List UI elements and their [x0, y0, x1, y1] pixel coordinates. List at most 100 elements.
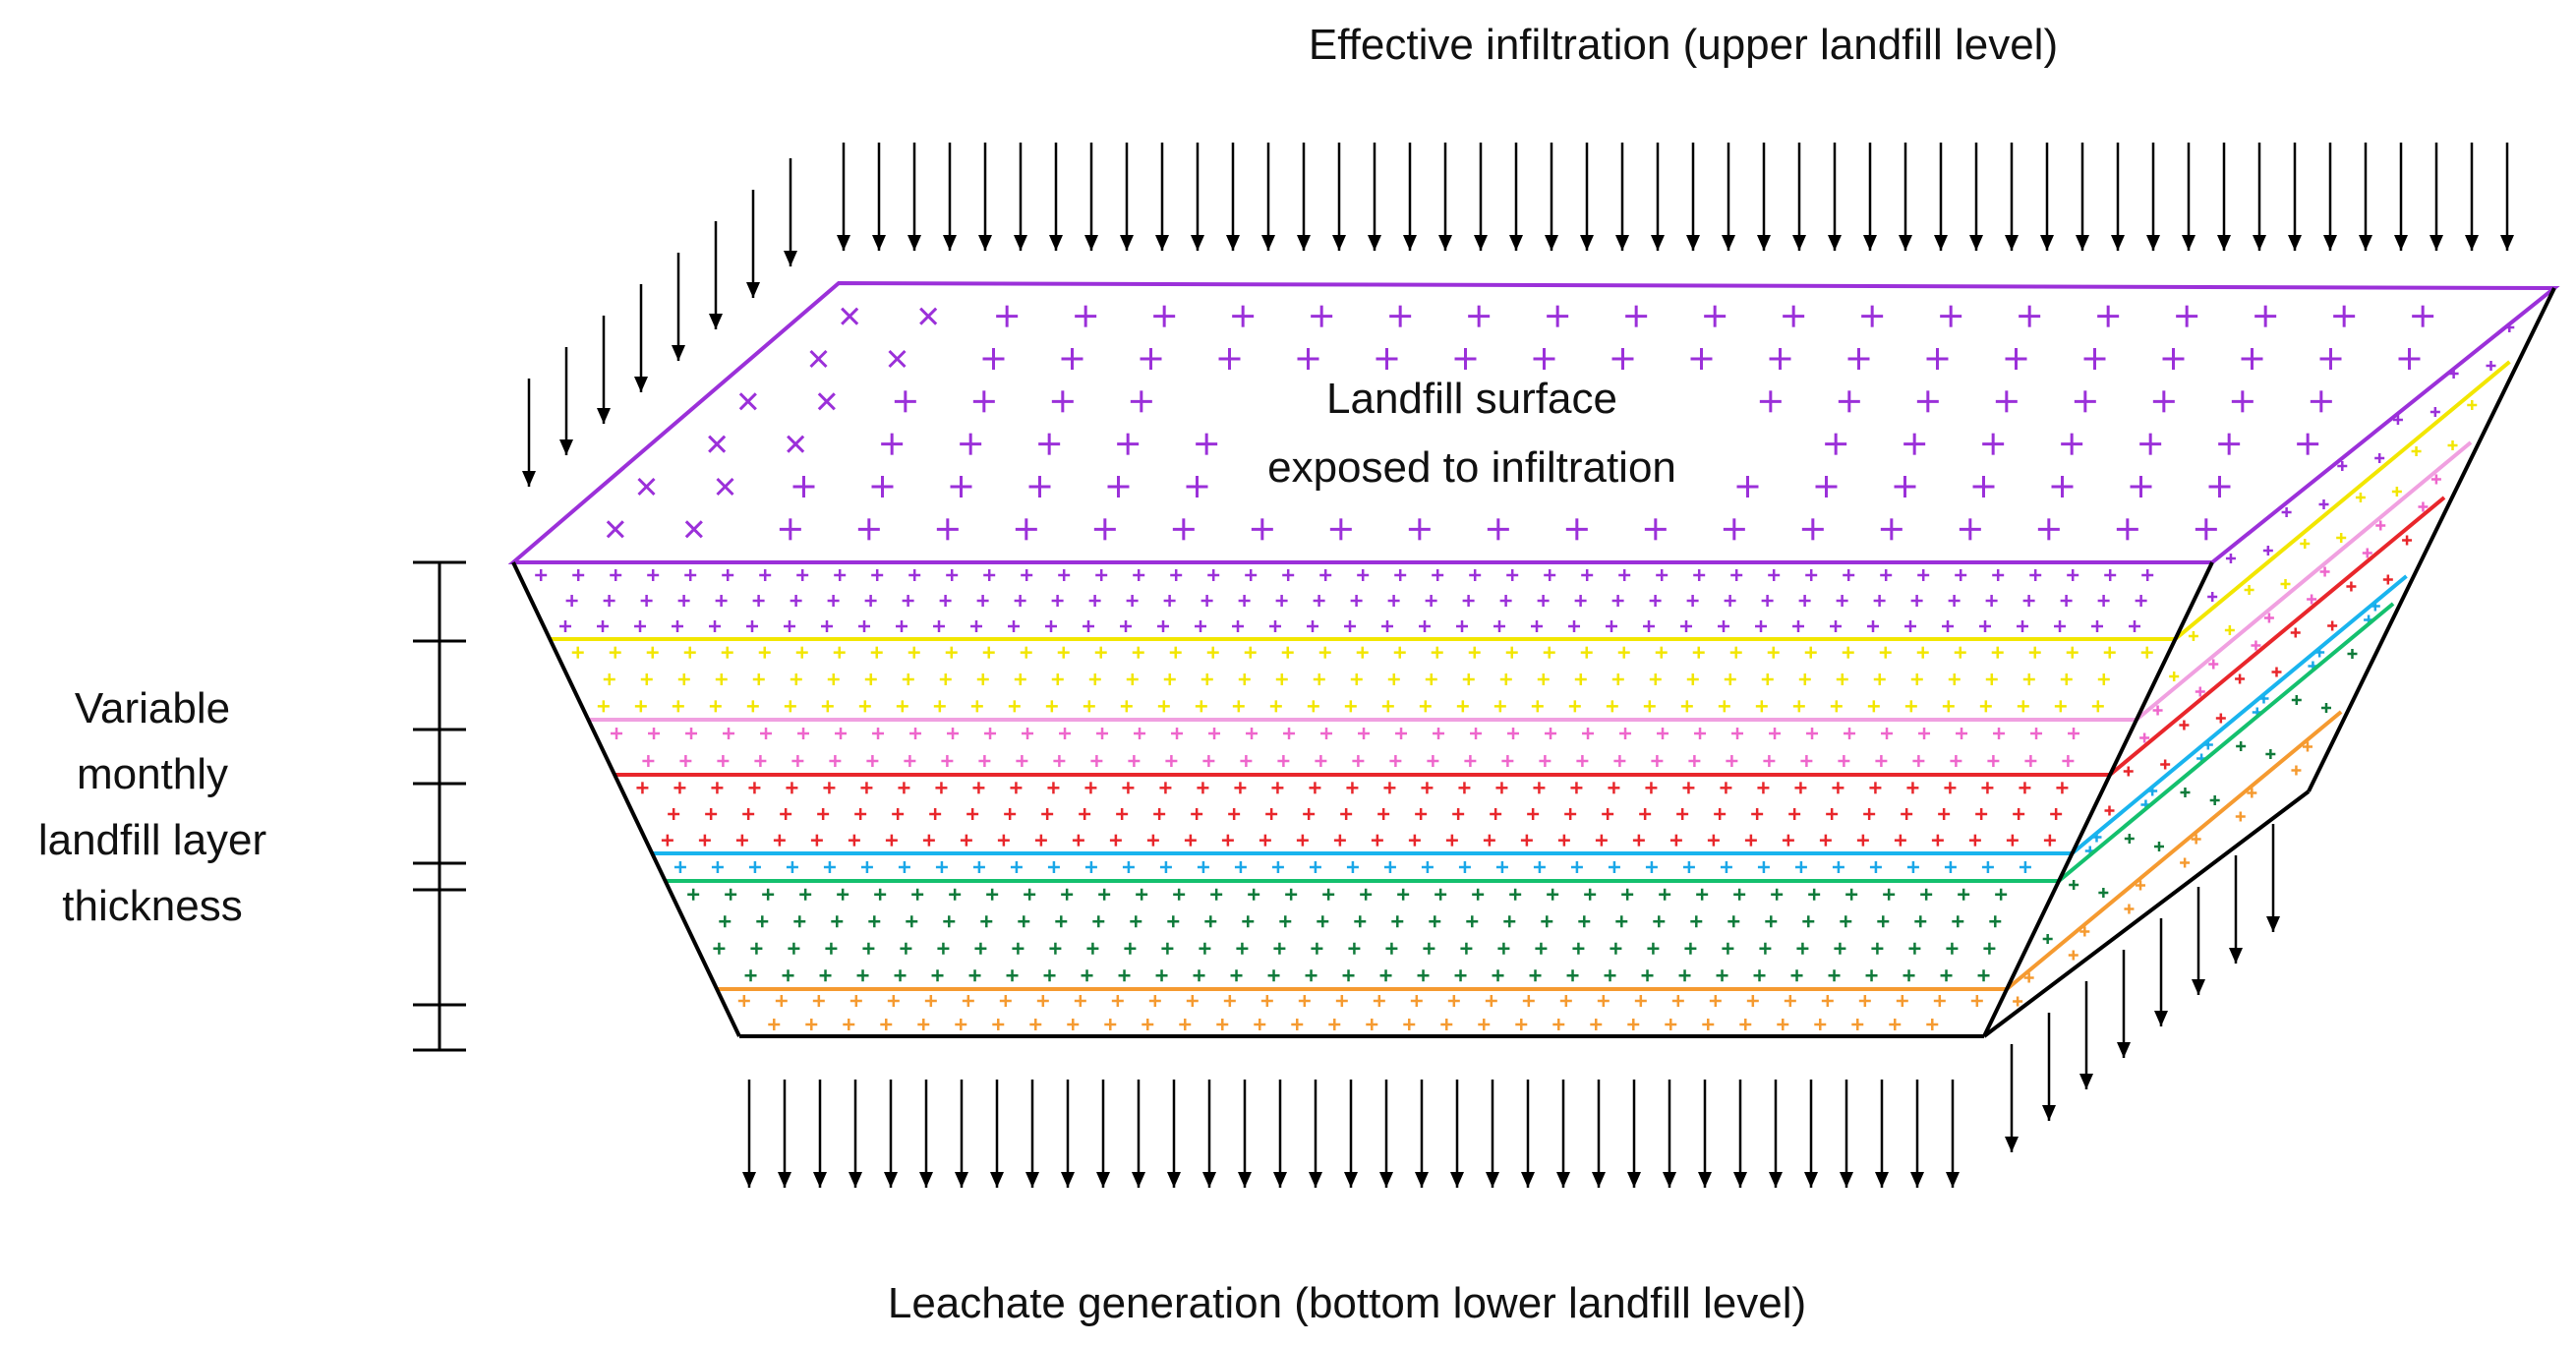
infiltration-arrow-head	[1545, 235, 1558, 251]
infiltration-arrow-slope-head	[746, 282, 760, 298]
leachate-arrow-side-head	[2154, 1011, 2168, 1026]
leachate-arrow-head	[884, 1172, 898, 1188]
infiltration-arrow-slope-head	[634, 377, 648, 392]
leachate-arrow-side-head	[2005, 1137, 2019, 1152]
surface-cross-b	[684, 520, 703, 539]
layer-boundary-side	[2108, 496, 2446, 777]
leachate-arrow-side-head	[2079, 1074, 2093, 1089]
surface-cross-b	[809, 349, 828, 369]
infiltration-arrow-head	[1403, 235, 1417, 251]
layer-boundary-side	[2057, 602, 2395, 883]
infiltration-arrow-head	[1615, 235, 1629, 251]
infiltration-arrow-head	[1261, 235, 1275, 251]
leachate-arrow-head	[1167, 1172, 1181, 1188]
leachate-arrow-head	[742, 1172, 756, 1188]
leachate-arrow-head	[990, 1172, 1004, 1188]
infiltration-arrow-head	[978, 235, 992, 251]
surface-label-line2: exposed to infiltration	[1267, 443, 1676, 492]
infiltration-arrow-head	[1863, 235, 1877, 251]
infiltration-arrow-head	[1722, 235, 1735, 251]
infiltration-arrow-slope-head	[597, 408, 611, 424]
infiltration-arrow-slope-head	[784, 251, 797, 266]
infiltration-arrow-head	[1368, 235, 1381, 251]
surface-cross-b	[787, 435, 805, 453]
infiltration-arrow-head	[2288, 235, 2302, 251]
leachate-arrow-head	[1521, 1172, 1535, 1188]
leachate-arrow-head	[849, 1172, 862, 1188]
infiltration-arrow-head	[2076, 235, 2089, 251]
surface-cross-b	[606, 520, 624, 539]
leachate-arrow-side-head	[2266, 916, 2280, 932]
infiltration-arrow-head	[2500, 235, 2514, 251]
leachate-arrow-head	[1415, 1172, 1429, 1188]
leachate-arrow-head	[1840, 1172, 1853, 1188]
infiltration-arrow-slope-head	[709, 314, 723, 329]
infiltration-arrow-head	[1509, 235, 1523, 251]
infiltration-arrow-head	[2217, 235, 2231, 251]
top-surface-outline	[507, 280, 2560, 564]
side-bottom-edge	[1982, 789, 2311, 1038]
surface-cross-b	[708, 435, 727, 453]
infiltration-arrow-head	[1899, 235, 1912, 251]
leachate-arrow-head	[1592, 1172, 1606, 1188]
surface-cross-b	[888, 349, 907, 369]
leachate-arrow-head	[1698, 1172, 1712, 1188]
infiltration-arrow-head	[1049, 235, 1063, 251]
infiltration-arrow-slope-head	[522, 471, 536, 487]
infiltration-arrow-head	[2430, 235, 2443, 251]
leachate-arrow-head	[1309, 1172, 1322, 1188]
infiltration-arrow-head	[2182, 235, 2195, 251]
thickness-label-line3: landfill layer	[38, 816, 266, 864]
leachate-arrow-head	[1061, 1172, 1075, 1188]
infiltration-arrow-head	[907, 235, 921, 251]
infiltration-arrow-head	[2146, 235, 2160, 251]
infiltration-title: Effective infiltration (upper landfill l…	[1309, 21, 2058, 69]
leachate-arrow-head	[1202, 1172, 1216, 1188]
infiltration-arrow-head	[1686, 235, 1700, 251]
leachate-arrow-head	[813, 1172, 827, 1188]
leachate-arrow-head	[1946, 1172, 1960, 1188]
surface-label-line1: Landfill surface	[1326, 375, 1617, 423]
leachate-arrow-head	[1910, 1172, 1924, 1188]
leachate-arrow-side-head	[2042, 1105, 2056, 1121]
layer-boundary-side	[2174, 360, 2511, 641]
infiltration-arrow-head	[1474, 235, 1488, 251]
surface-cross-b	[817, 392, 836, 411]
thickness-label-line1: Variable	[75, 684, 230, 732]
infiltration-arrow-head	[1155, 235, 1169, 251]
leachate-arrow-head	[1486, 1172, 1499, 1188]
layer-boundary-side	[2135, 440, 2473, 722]
leachate-arrow-head	[1132, 1172, 1145, 1188]
infiltration-arrow-slope-head	[672, 345, 685, 361]
infiltration-arrow-head	[2359, 235, 2372, 251]
leachate-arrow-head	[1025, 1172, 1039, 1188]
infiltration-arrow-head	[2111, 235, 2125, 251]
infiltration-arrow-head	[1084, 235, 1098, 251]
leachate-arrow-head	[1875, 1172, 1889, 1188]
layer-marks	[535, 322, 2515, 1030]
surface-cross-b	[738, 392, 757, 411]
infiltration-arrow-head	[1226, 235, 1240, 251]
leachate-arrow-side-head	[2229, 948, 2243, 964]
leachate-arrow-head	[1663, 1172, 1676, 1188]
leachate-arrow-head	[778, 1172, 791, 1188]
leachate-arrow-head	[1733, 1172, 1747, 1188]
infiltration-arrow-head	[837, 235, 850, 251]
infiltration-arrow-head	[2394, 235, 2408, 251]
flow-arrows	[522, 143, 2514, 1188]
infiltration-arrow-head	[1120, 235, 1134, 251]
leachate-arrow-head	[1238, 1172, 1252, 1188]
leachate-arrow-head	[919, 1172, 933, 1188]
leachate-arrow-head	[1379, 1172, 1393, 1188]
infiltration-arrow-head	[1580, 235, 1594, 251]
surface-cross-b	[637, 477, 656, 497]
leachate-arrow-head	[955, 1172, 968, 1188]
back-right-edge	[2307, 287, 2556, 792]
infiltration-arrow-head	[1438, 235, 1452, 251]
leachate-arrow-head	[1627, 1172, 1641, 1188]
leachate-arrow-side-head	[2192, 979, 2205, 995]
infiltration-arrow-head	[872, 235, 886, 251]
leachate-arrow-head	[1273, 1172, 1287, 1188]
infiltration-arrow-head	[1651, 235, 1665, 251]
